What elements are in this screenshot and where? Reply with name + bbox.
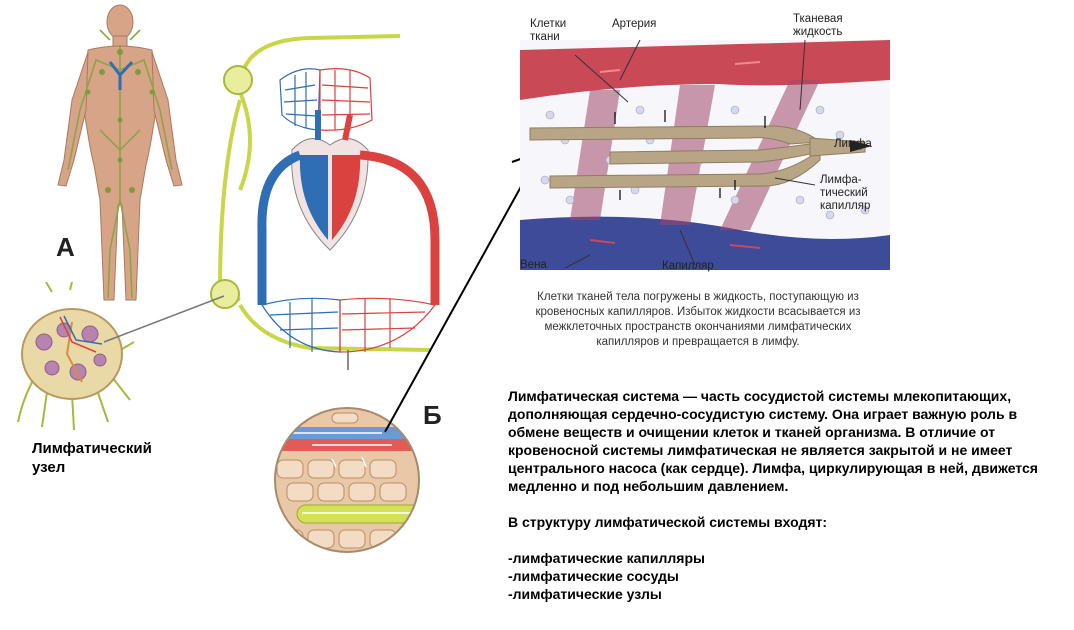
description-block: Лимфатическая система — часть сосудистой… xyxy=(508,387,1068,603)
label-lymph-capillary: Лимфа­тический капил­ляр xyxy=(820,174,871,212)
label-tissue-cells: Клетки ткани xyxy=(530,18,567,43)
label-tissue-fluid: Тканевая жидкость xyxy=(793,13,843,38)
description-paragraph: Лимфатическая система — часть сосудистой… xyxy=(508,388,1038,494)
human-body-illustration xyxy=(57,4,183,301)
label-vein: Вена xyxy=(520,259,547,271)
magnified-capillary-view xyxy=(274,407,420,553)
node-pointer-line xyxy=(103,295,225,343)
lymph-node-label: Лимфатический узел xyxy=(32,440,152,476)
circulation-diagram xyxy=(210,34,440,370)
label-artery: Артерия xyxy=(612,18,657,30)
structure-list: -лимфатические капилляры -лимфатические … xyxy=(508,549,1068,603)
tissue-fluid-diagram xyxy=(520,40,890,270)
label-b: Б xyxy=(423,400,442,430)
list-item: -лимфатические капилляры xyxy=(508,550,705,566)
list-item: -лимфатические сосуды xyxy=(508,568,679,584)
label-capillary: Капилляр xyxy=(662,260,714,272)
list-item: -лимфатические узлы xyxy=(508,586,662,602)
label-lymph: Лимфа xyxy=(834,138,872,150)
tissue-caption: Клетки тканей тела погружены в жидкость,… xyxy=(535,291,861,348)
label-a: А xyxy=(56,232,75,262)
lymph-node-illustration xyxy=(17,282,135,431)
structure-intro: В структуру лимфатической системы входят… xyxy=(508,514,828,530)
